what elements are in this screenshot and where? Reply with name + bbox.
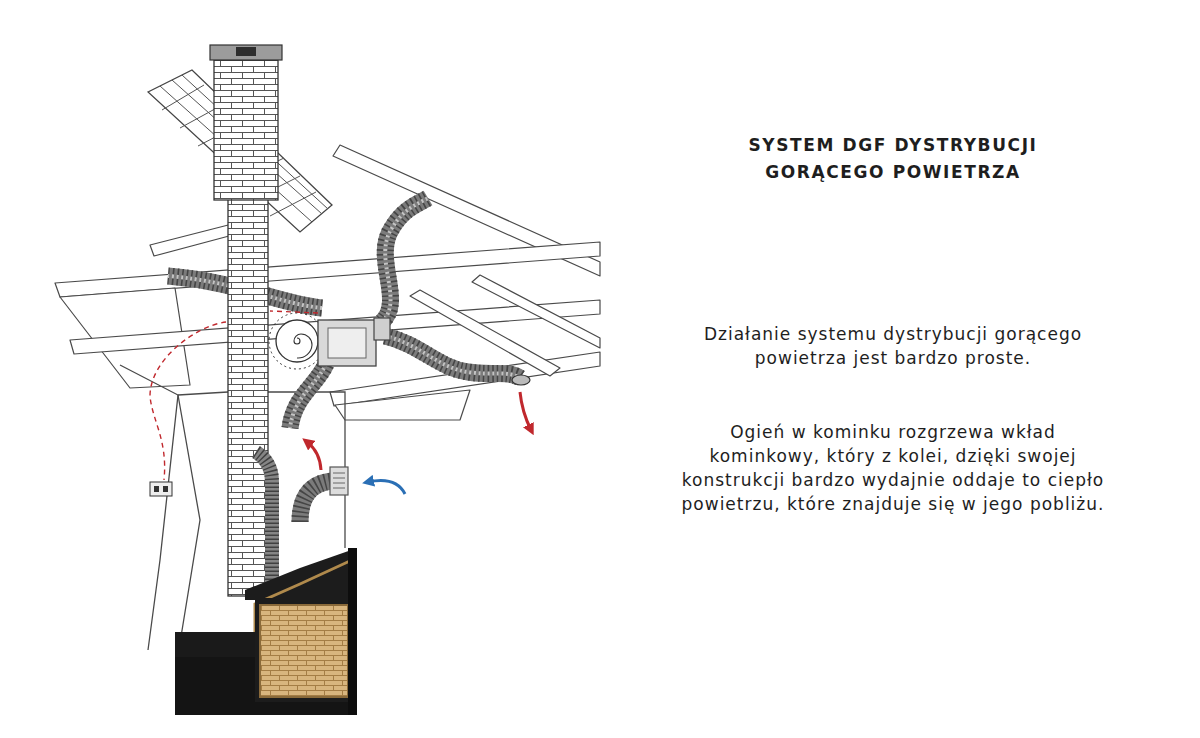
body-text: Działanie systemu dystrybucji gorącego p… <box>693 322 1093 370</box>
flue-pipe <box>256 452 272 600</box>
insert-body <box>255 598 355 702</box>
cold-air-arrow <box>368 481 405 495</box>
chimney-column <box>228 196 268 596</box>
fan <box>276 320 318 362</box>
hose-right <box>385 336 530 385</box>
box-body <box>318 320 376 366</box>
chimney-stack <box>214 60 278 200</box>
hose-down <box>290 364 326 428</box>
thermostat-box <box>150 482 172 496</box>
distribution-box <box>269 313 390 369</box>
hot-air-arrow <box>307 442 321 470</box>
fan-outline <box>269 313 325 369</box>
vent-grille <box>330 467 348 495</box>
body-text: Ogień w kominku rozgrzewa wkład kominkow… <box>673 420 1113 516</box>
fan-spiral <box>294 334 312 358</box>
chimney-cap <box>210 45 282 60</box>
thermostat <box>150 482 172 496</box>
attic-boards <box>55 145 600 420</box>
chimney-flue-hole <box>236 47 256 56</box>
firebox <box>260 605 348 697</box>
wall-line <box>120 365 178 650</box>
ceiling-board <box>55 242 600 297</box>
hot-air-outlet <box>300 467 348 522</box>
control-wire <box>270 311 318 313</box>
wall-line <box>178 395 200 655</box>
insert-side <box>348 548 357 715</box>
thermostat-display <box>154 486 159 492</box>
ceiling-board <box>335 390 470 420</box>
tee-connector <box>374 318 390 340</box>
fireplace-insert <box>175 452 357 715</box>
box-panel <box>328 328 366 358</box>
thermostat-display <box>163 486 168 492</box>
control-wire <box>150 322 226 480</box>
diagram-title: SYSTEM DGF DYSTRYBUCJI GORĄCEGO POWIETRZ… <box>713 132 1073 186</box>
insert-top <box>245 548 357 600</box>
wall-line <box>178 392 228 395</box>
hose-up <box>382 198 428 322</box>
grille-lines <box>333 473 345 488</box>
insert-left <box>175 632 255 657</box>
hose-end-ring <box>512 375 530 385</box>
joist <box>472 275 600 348</box>
hot-air-arrow <box>520 392 531 430</box>
